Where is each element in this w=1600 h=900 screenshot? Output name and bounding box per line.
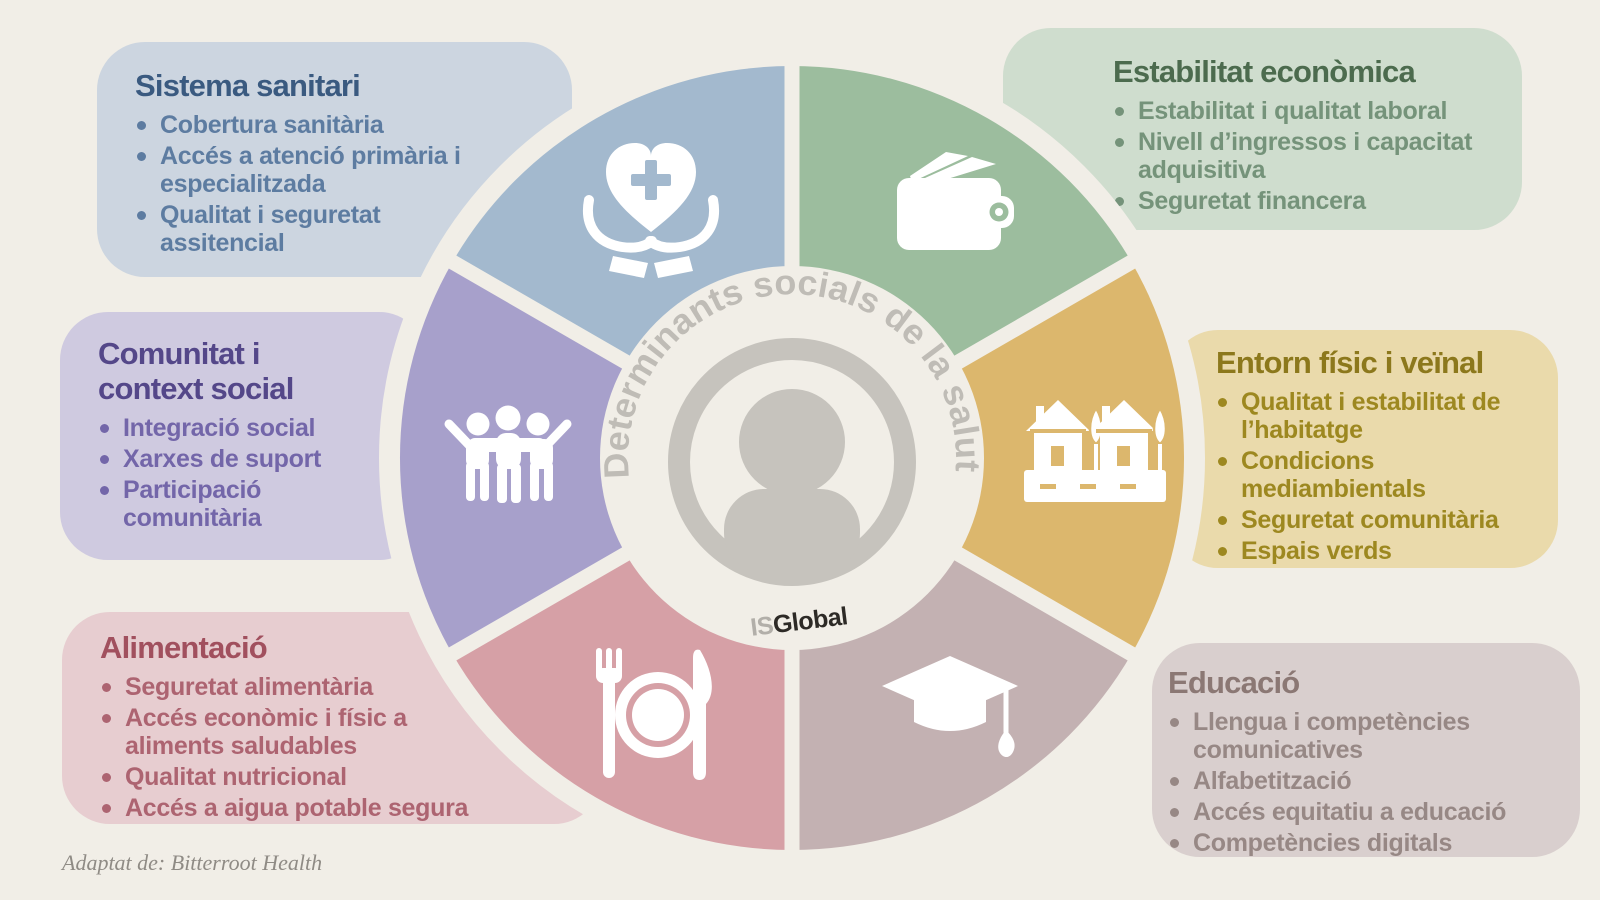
list-item: Qualitat nutricional bbox=[100, 763, 588, 791]
bullet-dot bbox=[102, 773, 111, 782]
card-list: Llengua i competències comunicatives Alf… bbox=[1168, 708, 1570, 857]
three-people-icon bbox=[444, 405, 572, 503]
card-title: Sistema sanitari bbox=[135, 68, 361, 103]
graduation-cap-icon bbox=[882, 656, 1018, 758]
list-item: Accés a atenció primària i especialitzad… bbox=[135, 142, 552, 198]
wheel-segment-environment bbox=[792, 262, 1185, 654]
bullet-dot bbox=[1115, 197, 1124, 206]
person-icon bbox=[668, 338, 916, 586]
card-educacio: Educació Llengua i competències comunica… bbox=[1152, 643, 1580, 857]
bullet-dot bbox=[1170, 777, 1179, 786]
wheel-segment-community bbox=[399, 262, 792, 654]
bullet-dot bbox=[137, 211, 146, 220]
card-list: Integració social Xarxes de suport Parti… bbox=[98, 414, 413, 532]
bullet-dot bbox=[1218, 398, 1227, 407]
list-item: Llengua i competències comunicatives bbox=[1168, 708, 1570, 764]
card-title: Estabilitat econòmica bbox=[1113, 54, 1416, 89]
list-item: Seguretat alimentària bbox=[100, 673, 588, 701]
card-list: Cobertura sanitària Accés a atenció prim… bbox=[135, 111, 552, 257]
card-title: Entorn físic i veïnal bbox=[1216, 345, 1484, 380]
bullet-dot bbox=[100, 486, 109, 495]
list-item: Seguretat financera bbox=[1113, 187, 1508, 215]
bullet-dot bbox=[1170, 839, 1179, 848]
attribution-text: Adaptat de: Bitterroot Health bbox=[62, 850, 323, 875]
bullet-dot bbox=[1170, 808, 1179, 817]
bullet-dot bbox=[100, 455, 109, 464]
card-title: Educació bbox=[1168, 665, 1300, 700]
card-entorn-fisic-veinal: Entorn físic i veïnal Qualitat i estabil… bbox=[1170, 330, 1558, 568]
bullet-dot bbox=[1115, 107, 1124, 116]
list-item: Alfabetització bbox=[1168, 767, 1570, 795]
list-item: Accés equitatiu a educació bbox=[1168, 798, 1570, 826]
bullet-dot bbox=[102, 804, 111, 813]
list-item: Espais verds bbox=[1216, 537, 1544, 565]
heart-in-hands-icon bbox=[582, 143, 720, 278]
bullet-dot bbox=[137, 152, 146, 161]
card-sistema-sanitari: Sistema sanitari Cobertura sanitària Acc… bbox=[97, 42, 572, 277]
bullet-dot bbox=[1115, 138, 1124, 147]
list-item: Condicions mediambientals bbox=[1216, 447, 1544, 503]
list-item: Qualitat i estabilitat de l’habitatge bbox=[1216, 388, 1544, 444]
bullet-dot bbox=[1218, 516, 1227, 525]
list-item: Xarxes de suport bbox=[98, 445, 413, 473]
list-item: Participació comunitària bbox=[98, 476, 413, 532]
card-list: Seguretat alimentària Accés econòmic i f… bbox=[100, 673, 588, 822]
list-item: Cobertura sanitària bbox=[135, 111, 552, 139]
bullet-dot bbox=[137, 121, 146, 130]
bullet-dot bbox=[102, 714, 111, 723]
bullet-dot bbox=[100, 424, 109, 433]
list-item: Nivell d’ingressos i capacitat adquisiti… bbox=[1113, 128, 1508, 184]
wallet-icon bbox=[897, 152, 1014, 250]
card-comunitat-context-social: Comunitat i context social Integració so… bbox=[60, 312, 427, 560]
list-item: Seguretat comunitària bbox=[1216, 506, 1544, 534]
card-title: Alimentació bbox=[100, 630, 268, 665]
list-item: Estabilitat i qualitat laboral bbox=[1113, 97, 1508, 125]
bullet-dot bbox=[1170, 718, 1179, 727]
list-item: Competències digitals bbox=[1168, 829, 1570, 857]
card-list: Qualitat i estabilitat de l’habitatge Co… bbox=[1216, 388, 1544, 565]
neighborhood-icon bbox=[1024, 400, 1168, 502]
card-list: Estabilitat i qualitat laboral Nivell d’… bbox=[1113, 97, 1508, 215]
list-item: Accés econòmic i físic a aliments saluda… bbox=[100, 704, 588, 760]
bullet-dot bbox=[102, 683, 111, 692]
list-item: Accés a aigua potable segura bbox=[100, 794, 588, 822]
meal-icon bbox=[596, 648, 712, 780]
bullet-dot bbox=[1218, 457, 1227, 466]
list-item: Integració social bbox=[98, 414, 413, 442]
card-title: Comunitat i context social bbox=[98, 336, 294, 406]
bullet-dot bbox=[1218, 547, 1227, 556]
list-item: Qualitat i seguretat assitencial bbox=[135, 201, 552, 257]
wheel-halo bbox=[379, 45, 1205, 871]
